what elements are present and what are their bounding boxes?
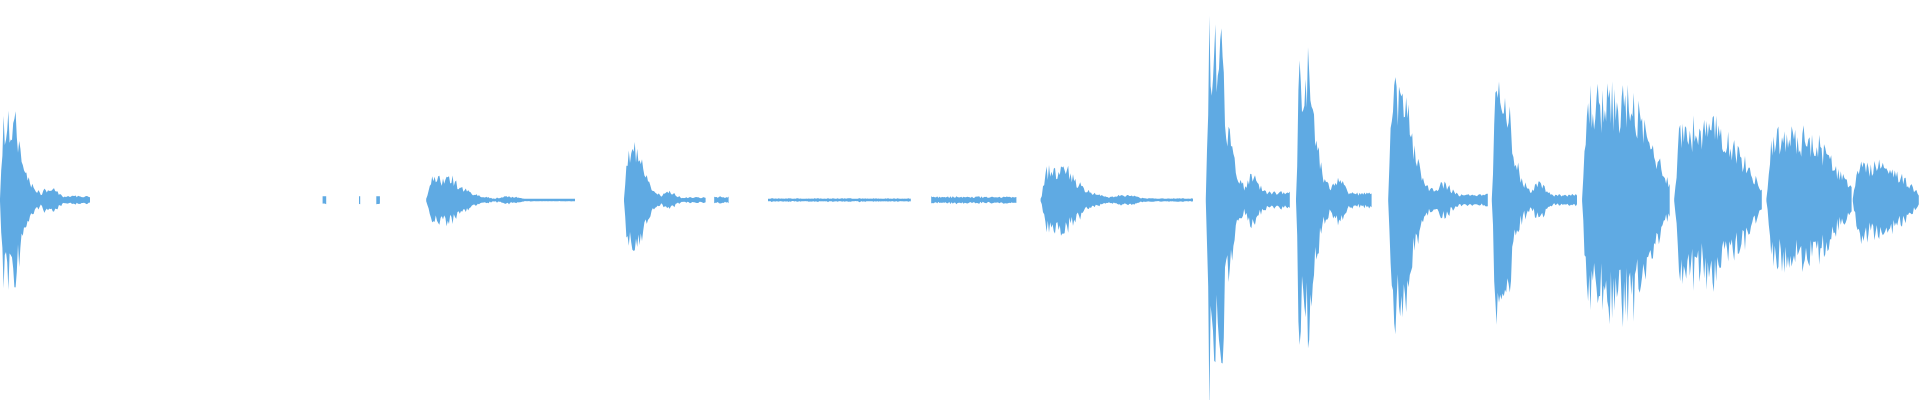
waveform-segment-9: [1040, 165, 1193, 236]
waveform-segment-14: [1582, 81, 1670, 328]
waveform-segment-2: [359, 196, 361, 205]
waveform-segment-8: [931, 196, 1017, 205]
waveform-segment-17: [1852, 159, 1919, 245]
waveform-segment-12: [1388, 77, 1488, 335]
waveform-segment-13: [1491, 81, 1577, 325]
waveform-segment-4: [426, 175, 575, 227]
waveform-segment-15: [1674, 115, 1762, 292]
waveform-segment-5: [624, 142, 706, 251]
waveform-segment-6: [714, 196, 729, 204]
waveform-segment-3: [376, 196, 380, 205]
waveform-segments: [0, 15, 1919, 400]
waveform-segment-16: [1766, 125, 1852, 273]
waveform-segment-11: [1296, 47, 1372, 349]
waveform-segment-1: [322, 196, 327, 205]
waveform-segment-10: [1205, 15, 1290, 400]
waveform-segment-0: [0, 110, 90, 290]
waveform-segment-7: [768, 198, 911, 203]
